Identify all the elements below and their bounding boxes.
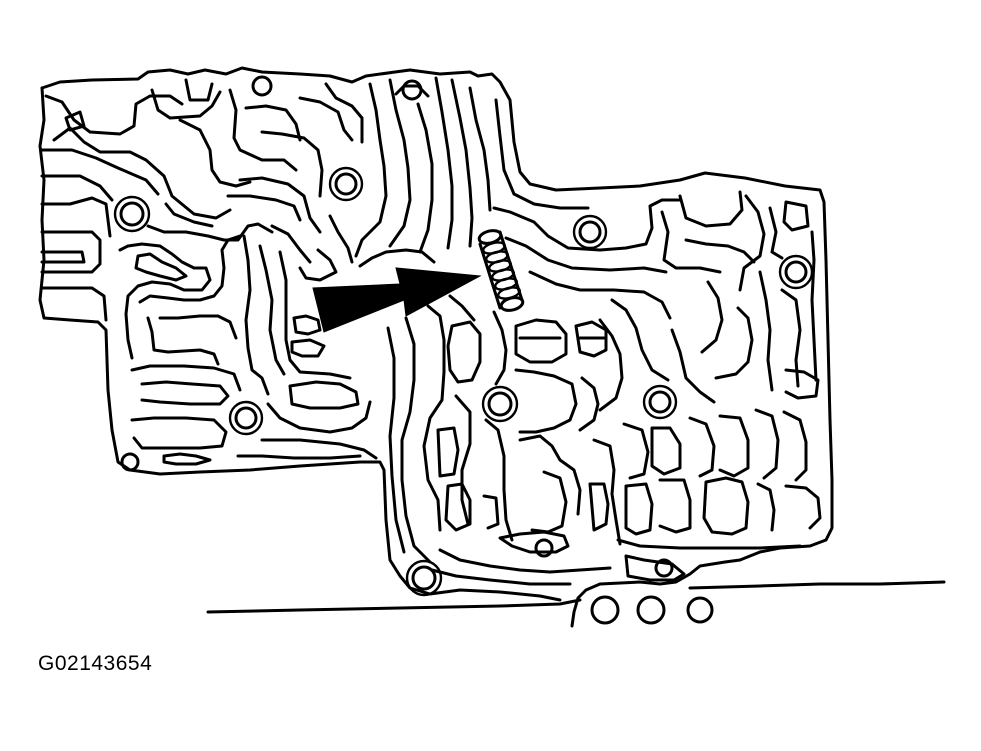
bolt-holes: [113, 75, 814, 625]
pointer-arrow: [312, 267, 482, 333]
coil-spring: [477, 229, 525, 312]
passages-upper-left: [40, 78, 364, 322]
passages-upper-center: [298, 76, 590, 282]
passages-center-lower: [386, 294, 822, 586]
passages-left-center: [118, 224, 378, 466]
plate-right-edge: [688, 580, 946, 590]
plate-bottom-edge: [206, 598, 582, 614]
valve-body-left-edge: [38, 86, 562, 602]
valve-body-outline: [40, 66, 834, 628]
figure-code-label: G02143654: [38, 652, 153, 675]
passages-upper-right: [492, 190, 820, 412]
